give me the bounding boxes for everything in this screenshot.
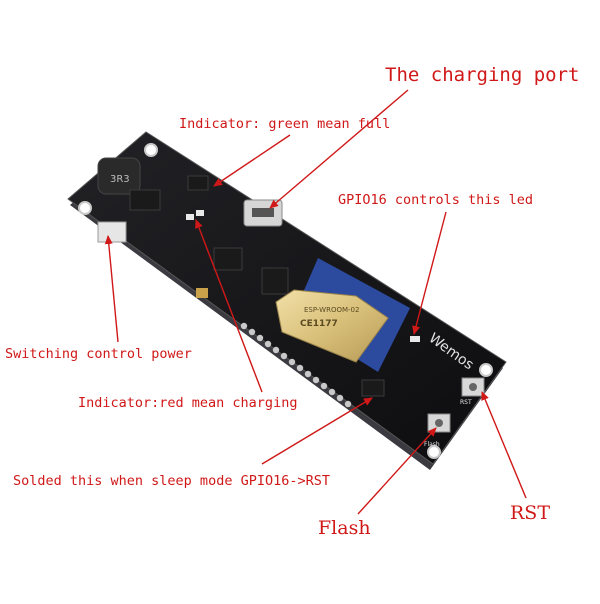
inductor: 3R3: [97, 157, 141, 195]
module-brand: ESP-WROOM-02: [304, 306, 359, 314]
label-rst: RST: [510, 502, 550, 524]
chip: [129, 189, 161, 211]
label-red-indicator: Indicator:red mean charging: [78, 395, 298, 411]
arrow-solder: [261, 397, 373, 465]
rst-button: [461, 377, 485, 397]
indicator-led: [196, 210, 204, 216]
indicator-led: [186, 214, 194, 220]
label-flash: Flash: [318, 517, 371, 539]
label-solder-sleep: Solded this when sleep mode GPIO16->RST: [13, 473, 330, 489]
label-switch-power: Switching control power: [5, 346, 192, 362]
capacitor: [196, 288, 208, 298]
arrow-red-indicator: [195, 219, 263, 393]
flash-silk: Flash: [424, 441, 440, 448]
mounting-hole: [78, 201, 92, 215]
module-cert: CE1177: [300, 319, 338, 329]
mounting-hole: [427, 445, 441, 459]
arrow-gpio16-led: [412, 211, 447, 335]
annotation-arrows: [104, 89, 527, 515]
arrow-charging-port: [269, 89, 409, 209]
esp-module: ESP-WROOM-02 CE1177: [275, 258, 410, 372]
mounting-hole: [144, 143, 158, 157]
label-green-indicator: Indicator: green mean full: [179, 116, 391, 132]
module-shield: [275, 289, 389, 363]
label-gpio16-led: GPIO16 controls this led: [338, 192, 534, 208]
inductor-marking: 3R3: [110, 174, 130, 185]
power-switch: [97, 221, 127, 243]
arrow-flash: [357, 427, 437, 515]
label-charging-port: The charging port: [385, 64, 580, 86]
arrow-green-indicator: [213, 134, 291, 187]
micro-usb-port: [243, 199, 283, 227]
mounting-hole: [479, 363, 493, 377]
arrow-switch: [104, 235, 119, 343]
chip: [213, 247, 243, 271]
flash-button: [427, 413, 451, 433]
rst-silk: RST: [460, 399, 472, 406]
gpio16-led: [410, 336, 420, 342]
pin-header-row: [240, 322, 352, 408]
chip: [187, 175, 209, 191]
chip: [261, 267, 289, 295]
arrow-rst: [481, 391, 527, 499]
chip: [361, 379, 385, 397]
